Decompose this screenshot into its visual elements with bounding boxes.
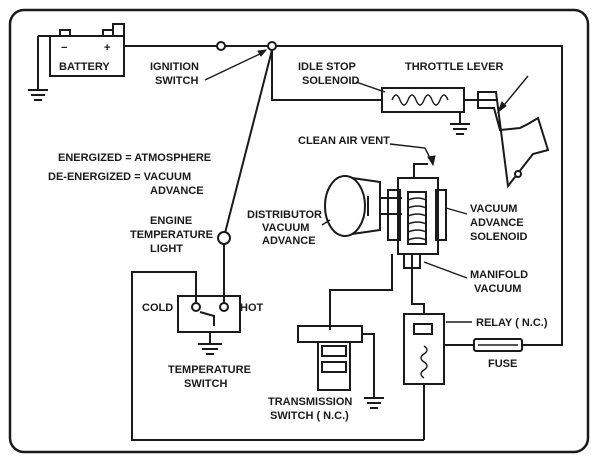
distributor-label-line1: DISTRIBUTOR <box>247 209 322 221</box>
distributor-label-line2: VACUUM <box>262 222 309 234</box>
engine-temp-label-line2: TEMPERATURE <box>130 229 213 241</box>
trans-switch-label-line2: SWITCH ( N.C.) <box>270 410 349 422</box>
vacuum-adv-sol-label-line3: SOLENOID <box>470 231 528 243</box>
diagram-border <box>8 8 590 454</box>
engine-temperature-light <box>217 49 273 304</box>
engine-temp-label-line3: LIGHT <box>150 243 183 255</box>
vacuum-adv-sol-label-line1: VACUUM <box>470 203 517 215</box>
idle-stop-solenoid <box>271 50 498 135</box>
battery-plus-sign: + <box>104 42 110 54</box>
throttle-lever <box>477 91 550 189</box>
power-wire <box>112 23 563 346</box>
battery-minus-sign: − <box>61 42 67 54</box>
battery: − + BATTERY <box>28 29 125 101</box>
deenergized-note-line2: ADVANCE <box>150 185 204 197</box>
vacuum-adv-sol-label-line2: ADVANCE <box>470 217 524 229</box>
transmission-switch <box>297 254 393 409</box>
vacuum-advance-solenoid <box>387 163 447 269</box>
energized-note: ENERGIZED = ATMOSPHERE <box>58 152 211 164</box>
engine-temp-label-line1: ENGINE <box>150 215 192 227</box>
distributor-vacuum-advance <box>324 175 402 237</box>
idle-stop-label-line2: SOLENOID <box>302 75 360 87</box>
manifold-label-line1: MANIFOLD <box>470 269 528 281</box>
temp-switch-label-line2: SWITCH <box>184 378 227 390</box>
manifold-label-line2: VACUUM <box>474 283 521 295</box>
clean-air-vent-label: CLEAN AIR VENT <box>298 135 390 147</box>
distributor-label-line3: ADVANCE <box>262 235 316 247</box>
battery-label: BATTERY <box>59 61 110 73</box>
idle-stop-label-line1: IDLE STOP <box>298 61 356 73</box>
fuse-label: FUSE <box>488 358 517 370</box>
relay <box>403 254 474 440</box>
hot-label: HOT <box>240 302 264 314</box>
deenergized-note-line1: DE-ENERGIZED = VACUUM <box>48 171 191 183</box>
relay-label: RELAY ( N.C.) <box>476 317 548 329</box>
ignition-switch-label-line2: SWITCH <box>155 75 198 87</box>
ignition-switch-label-line1: IGNITION <box>150 61 199 73</box>
temp-switch-label-line1: TEMPERATURE <box>168 364 251 376</box>
trans-switch-label-line1: TRANSMISSION <box>268 396 352 408</box>
temperature-switch <box>131 271 424 441</box>
throttle-lever-label: THROTTLE LEVER <box>405 61 503 73</box>
cold-label: COLD <box>142 302 173 314</box>
fuse <box>473 338 523 352</box>
